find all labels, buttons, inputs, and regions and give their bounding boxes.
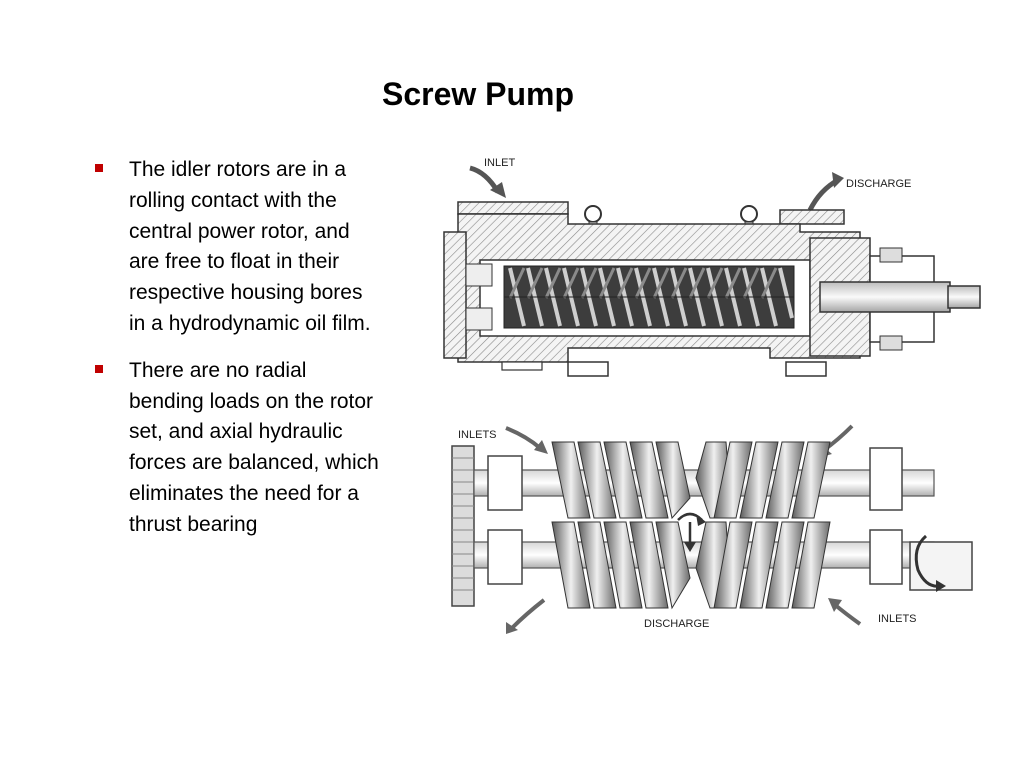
screw-rotor-assembly bbox=[503, 265, 795, 329]
screw-rotor-left bbox=[551, 441, 691, 610]
inlet-arrow-icon bbox=[469, 165, 506, 198]
inlet-label: INLET bbox=[484, 157, 515, 169]
bullet-item: The idler rotors are in a rolling contac… bbox=[92, 155, 382, 340]
discharge-arrow-icon bbox=[506, 598, 546, 634]
bullet-marker-icon bbox=[95, 364, 103, 373]
bullet-text: There are no radial bending loads on the… bbox=[129, 358, 379, 536]
pump-cross-section-diagram: INLET DISCHARGE bbox=[440, 148, 985, 388]
bullet-marker-icon bbox=[95, 164, 103, 172]
inlet-arrow-icon bbox=[828, 598, 862, 626]
discharge-label: DISCHARGE bbox=[644, 618, 709, 630]
bullet-list: The idler rotors are in a rolling contac… bbox=[92, 155, 382, 557]
discharge-label: DISCHARGE bbox=[846, 178, 911, 190]
bullet-item: There are no radial bending loads on the… bbox=[92, 356, 382, 541]
discharge-arrow-icon bbox=[807, 172, 844, 212]
bullet-text: The idler rotors are in a rolling contac… bbox=[129, 158, 371, 335]
slide-title: Screw Pump bbox=[381, 76, 575, 112]
drive-rotation-icon bbox=[914, 534, 946, 592]
screw-rotor-right bbox=[695, 441, 831, 609]
rotor-set-flow-diagram: INLETS DISCHARGE INLETS bbox=[440, 418, 985, 640]
inlet-arrow-icon bbox=[505, 426, 548, 454]
inlets-label-right: INLETS bbox=[878, 613, 917, 625]
rotation-arrow-icon bbox=[677, 512, 706, 552]
inlets-label-left: INLETS bbox=[458, 429, 497, 441]
